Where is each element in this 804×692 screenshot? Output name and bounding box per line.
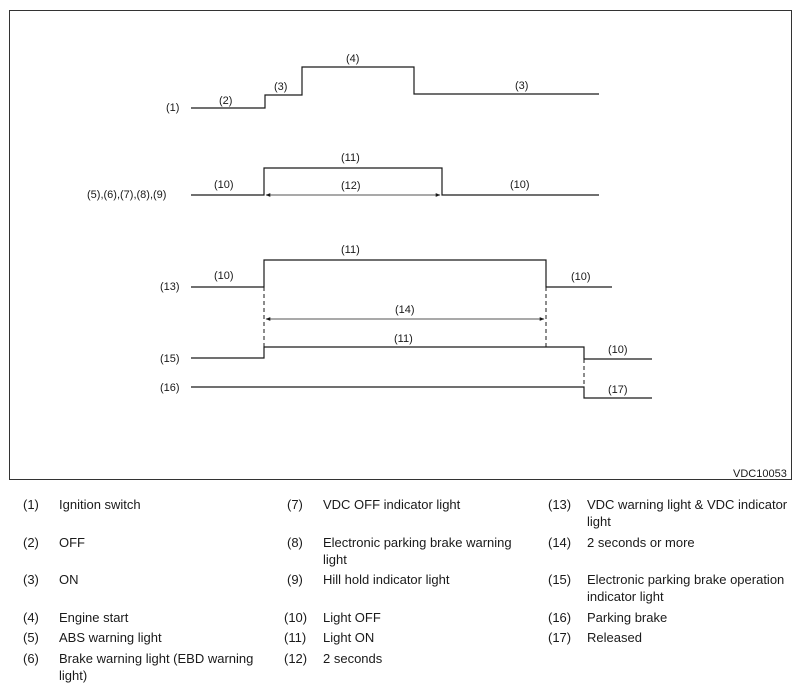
legend-number: (17) (548, 630, 572, 645)
figure-code: VDC10053 (733, 468, 787, 480)
legend-number: (10) (284, 610, 308, 625)
timing-diagram: (1) (2) (3) (4) (3) (5),(6),(7),(8),(9) … (9, 10, 792, 480)
label-on-b: (3) (515, 80, 528, 92)
legend: (1) Ignition switch (2) OFF (3) ON (4) E… (0, 488, 804, 692)
legend-number: (16) (548, 610, 572, 625)
label-two-seconds: (12) (341, 180, 361, 192)
legend-text: Hill hold indicator light (323, 572, 450, 587)
legend-number: (4) (23, 610, 39, 625)
legend-text: ON (59, 572, 79, 587)
label-light-off-b: (10) (510, 179, 530, 191)
legend-text: VDC OFF indicator light (323, 497, 461, 512)
label-engine-start: (4) (346, 53, 359, 65)
legend-text: 2 seconds (323, 651, 383, 666)
legend-number: (8) (287, 535, 303, 550)
legend-number: (2) (23, 535, 39, 550)
label-on-a: (3) (274, 81, 287, 93)
legend-number: (14) (548, 535, 572, 550)
row-label-warning-lights: (5),(6),(7),(8),(9) (87, 189, 166, 201)
label-epb-on: (11) (394, 333, 413, 345)
legend-text: OFF (59, 535, 85, 550)
legend-number: (11) (284, 630, 307, 645)
label-vdc-off-b: (10) (571, 271, 591, 283)
legend-text: Electronic parking brake operation indic… (587, 572, 785, 604)
legend-text: Parking brake (587, 610, 668, 625)
legend-text: ABS warning light (59, 630, 162, 645)
label-two-seconds-or-more: (14) (395, 304, 415, 316)
legend-number: (1) (23, 497, 39, 512)
ignition-waveform (191, 66, 599, 109)
legend-text: Engine start (59, 610, 129, 625)
legend-text: Light OFF (323, 610, 381, 625)
legend-number: (12) (284, 651, 308, 666)
label-vdc-off-a: (10) (214, 270, 234, 282)
legend-text: Ignition switch (59, 497, 141, 512)
legend-number: (3) (23, 572, 39, 587)
legend-number: (6) (23, 651, 39, 666)
label-light-off-a: (10) (214, 179, 234, 191)
legend-text: 2 seconds or more (587, 535, 695, 550)
legend-number: (15) (548, 572, 572, 587)
legend-text: Released (587, 630, 642, 645)
legend-text: Light ON (323, 630, 375, 645)
epb-indicator-waveform (191, 346, 652, 360)
vdc-waveform (191, 259, 612, 288)
parking-brake-waveform (191, 386, 652, 399)
label-epb-off: (10) (608, 344, 628, 356)
row-label-parking-brake: (16) (160, 382, 180, 394)
label-light-on-a: (11) (341, 152, 360, 164)
legend-number: (9) (287, 572, 303, 587)
label-vdc-on: (11) (341, 244, 360, 256)
timing-diagram-svg: (1) (2) (3) (4) (3) (5),(6),(7),(8),(9) … (87, 53, 787, 480)
legend-text: Brake warning light (EBD warning light) (59, 651, 254, 683)
row-label-ignition: (1) (166, 102, 179, 114)
legend-text: Electronic parking brake warning light (323, 535, 512, 567)
row-label-epb-indicator: (15) (160, 353, 180, 365)
legend-number: (5) (23, 630, 39, 645)
row-label-vdc: (13) (160, 281, 180, 293)
label-off: (2) (219, 95, 232, 107)
legend-number: (7) (287, 497, 303, 512)
warning-lights-waveform (191, 167, 599, 196)
label-released: (17) (608, 384, 628, 396)
legend-number: (13) (548, 497, 572, 512)
legend-text: VDC warning light & VDC indicator light (587, 497, 788, 529)
